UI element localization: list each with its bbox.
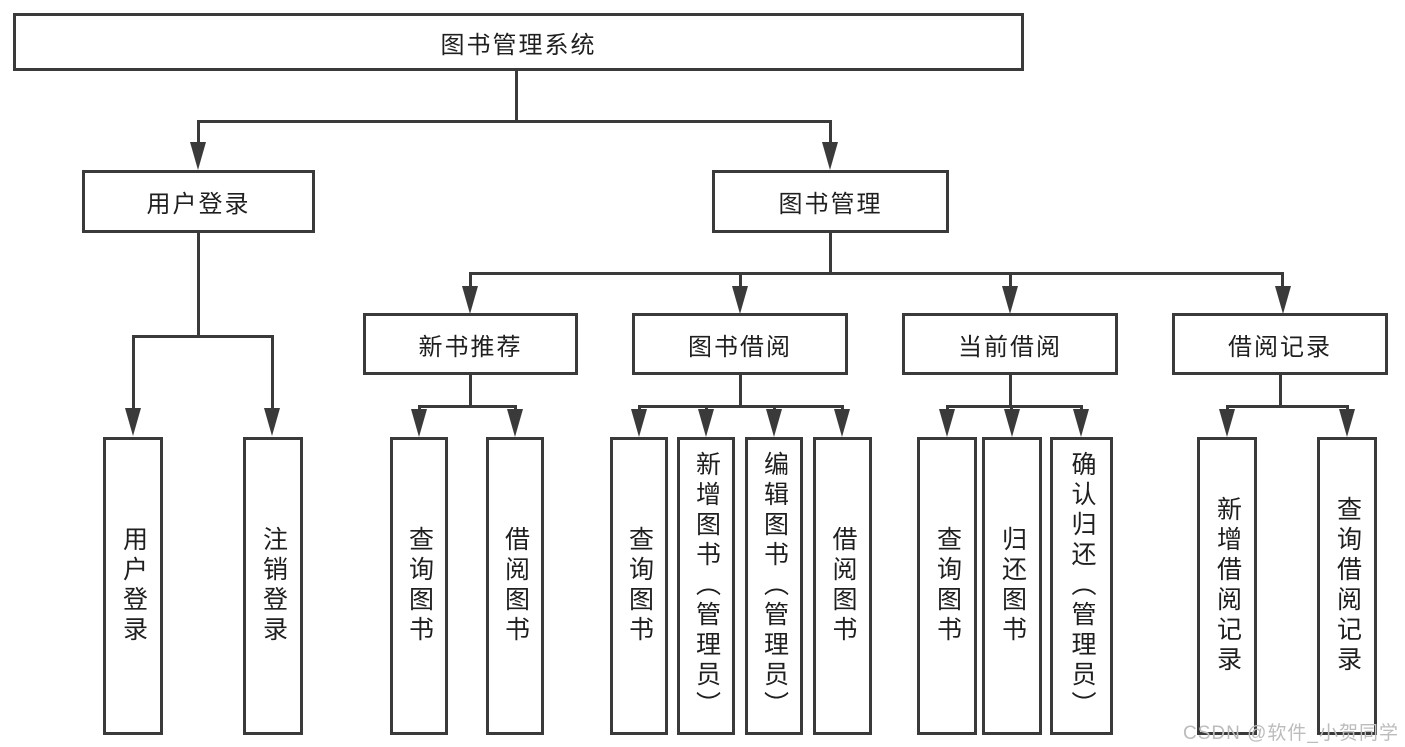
node-user-login: 用户登录 [82, 170, 315, 233]
arrowhead-recommend-leaf2 [507, 409, 523, 437]
leaf-query-books-recommend-label: 查询图书 [405, 526, 434, 646]
arrowhead-borrow-leaf4 [834, 409, 850, 437]
connector-borrow-leaf2-drop [705, 405, 708, 411]
connector-current-leaf2-drop [1010, 405, 1013, 411]
connector-records-bar [1226, 405, 1348, 408]
connector-current-leaf1-drop [946, 405, 949, 411]
connector-login-bar [132, 335, 274, 338]
connector-root-bar [197, 120, 832, 123]
connector-login-leaf2-drop [271, 335, 274, 409]
node-current-borrow: 当前借阅 [902, 313, 1118, 375]
connector-recommend-stem [469, 375, 472, 407]
node-borrow-records: 借阅记录 [1172, 313, 1388, 375]
leaf-add-books-admin: 新增图书（管理员） [677, 437, 735, 735]
leaf-edit-books-admin: 编辑图书（管理员） [745, 437, 803, 735]
leaf-borrow-books-recommend: 借阅图书 [486, 437, 544, 735]
connector-l3-4-drop [1281, 272, 1284, 287]
leaf-logout-label: 注销登录 [259, 526, 288, 646]
leaf-add-borrow-record-label: 新增借阅记录 [1213, 496, 1242, 676]
connector-l3-2-drop [739, 272, 742, 287]
node-root: 图书管理系统 [13, 13, 1024, 71]
node-new-book-recommend: 新书推荐 [363, 313, 578, 375]
leaf-confirm-return-admin: 确认归还（管理员） [1050, 437, 1113, 735]
arrowhead-manage [822, 142, 838, 170]
node-root-label: 图书管理系统 [440, 31, 597, 59]
connector-recommend-leaf1-drop [418, 405, 421, 411]
connector-borrow-leaf1-drop [638, 405, 641, 411]
leaf-logout: 注销登录 [243, 437, 303, 735]
arrowhead-login-leaf1 [125, 408, 141, 436]
connector-current-leaf3-drop [1080, 405, 1083, 411]
connector-borrow-leaf4-drop [841, 405, 844, 411]
leaf-borrow-books-borrow-label: 借阅图书 [829, 526, 857, 646]
node-book-borrow-label: 图书借阅 [688, 333, 792, 361]
connector-current-bar [946, 405, 1083, 408]
arrowhead-borrow-leaf1 [631, 409, 647, 437]
arrowhead-l3-1 [462, 286, 478, 314]
leaf-confirm-return-admin-label: 确认归还（管理员） [1068, 451, 1096, 721]
arrowhead-borrow-leaf2 [698, 409, 714, 437]
connector-manage-stem [829, 233, 832, 274]
connector-l3-1-drop [469, 272, 472, 287]
leaf-query-books-current-label: 查询图书 [933, 526, 962, 646]
node-book-management: 图书管理 [712, 170, 949, 233]
arrowhead-l3-4 [1275, 286, 1291, 314]
leaf-query-books-borrow-label: 查询图书 [625, 526, 654, 646]
connector-l3-3-drop [1009, 272, 1012, 287]
node-user-login-label: 用户登录 [146, 191, 251, 218]
node-new-book-recommend-label: 新书推荐 [418, 333, 523, 361]
node-book-borrow: 图书借阅 [632, 313, 848, 375]
connector-borrow-stem [739, 375, 742, 407]
connector-recommend-bar [418, 405, 517, 408]
arrowhead-l3-2 [732, 286, 748, 314]
connector-borrow-leaf3-drop [773, 405, 776, 411]
connector-records-stem [1279, 375, 1282, 407]
leaf-edit-books-admin-label: 编辑图书（管理员） [760, 451, 789, 721]
connector-borrow-bar [638, 405, 844, 408]
leaf-query-books-borrow: 查询图书 [610, 437, 668, 735]
connector-login-drop [197, 120, 200, 143]
csdn-watermark: CSDN @软件_小贺同学 [1183, 723, 1399, 744]
leaf-user-login: 用户登录 [103, 437, 163, 735]
arrowhead-current-leaf2 [1004, 409, 1020, 437]
leaf-borrow-books-recommend-label: 借阅图书 [501, 526, 530, 646]
node-borrow-records-label: 借阅记录 [1228, 333, 1332, 361]
connector-login-leaf1-drop [132, 335, 135, 409]
arrowhead-login [190, 142, 206, 170]
arrowhead-current-leaf1 [939, 409, 955, 437]
leaf-query-books-recommend: 查询图书 [390, 437, 448, 735]
leaf-borrow-books-borrow: 借阅图书 [813, 437, 872, 735]
connector-current-stem [1009, 375, 1012, 407]
leaf-return-books-label: 归还图书 [998, 526, 1027, 646]
connector-manage-drop [829, 120, 832, 143]
connector-recommend-leaf2-drop [514, 405, 517, 411]
arrowhead-borrow-leaf3 [766, 409, 782, 437]
arrowhead-recommend-leaf1 [411, 409, 427, 437]
connector-records-leaf1-drop [1226, 405, 1229, 411]
arrowhead-records-leaf2 [1339, 409, 1355, 437]
leaf-user-login-label: 用户登录 [119, 526, 148, 646]
arrowhead-current-leaf3 [1073, 409, 1089, 437]
arrowhead-l3-3 [1002, 286, 1018, 314]
arrowhead-records-leaf1 [1219, 409, 1235, 437]
leaf-query-borrow-record-label: 查询借阅记录 [1333, 496, 1362, 676]
leaf-add-books-admin-label: 新增图书（管理员） [692, 451, 721, 721]
leaf-query-books-current: 查询图书 [917, 437, 977, 735]
leaf-return-books: 归还图书 [982, 437, 1042, 735]
connector-root-stem [515, 70, 518, 122]
leaf-query-borrow-record: 查询借阅记录 [1317, 437, 1377, 735]
node-current-borrow-label: 当前借阅 [958, 333, 1062, 361]
connector-login-stem [197, 233, 200, 336]
node-book-management-label: 图书管理 [778, 191, 883, 218]
connector-manage-bar [469, 272, 1282, 275]
leaf-add-borrow-record: 新增借阅记录 [1197, 437, 1257, 735]
connector-records-leaf2-drop [1346, 405, 1349, 411]
arrowhead-login-leaf2 [264, 408, 280, 436]
